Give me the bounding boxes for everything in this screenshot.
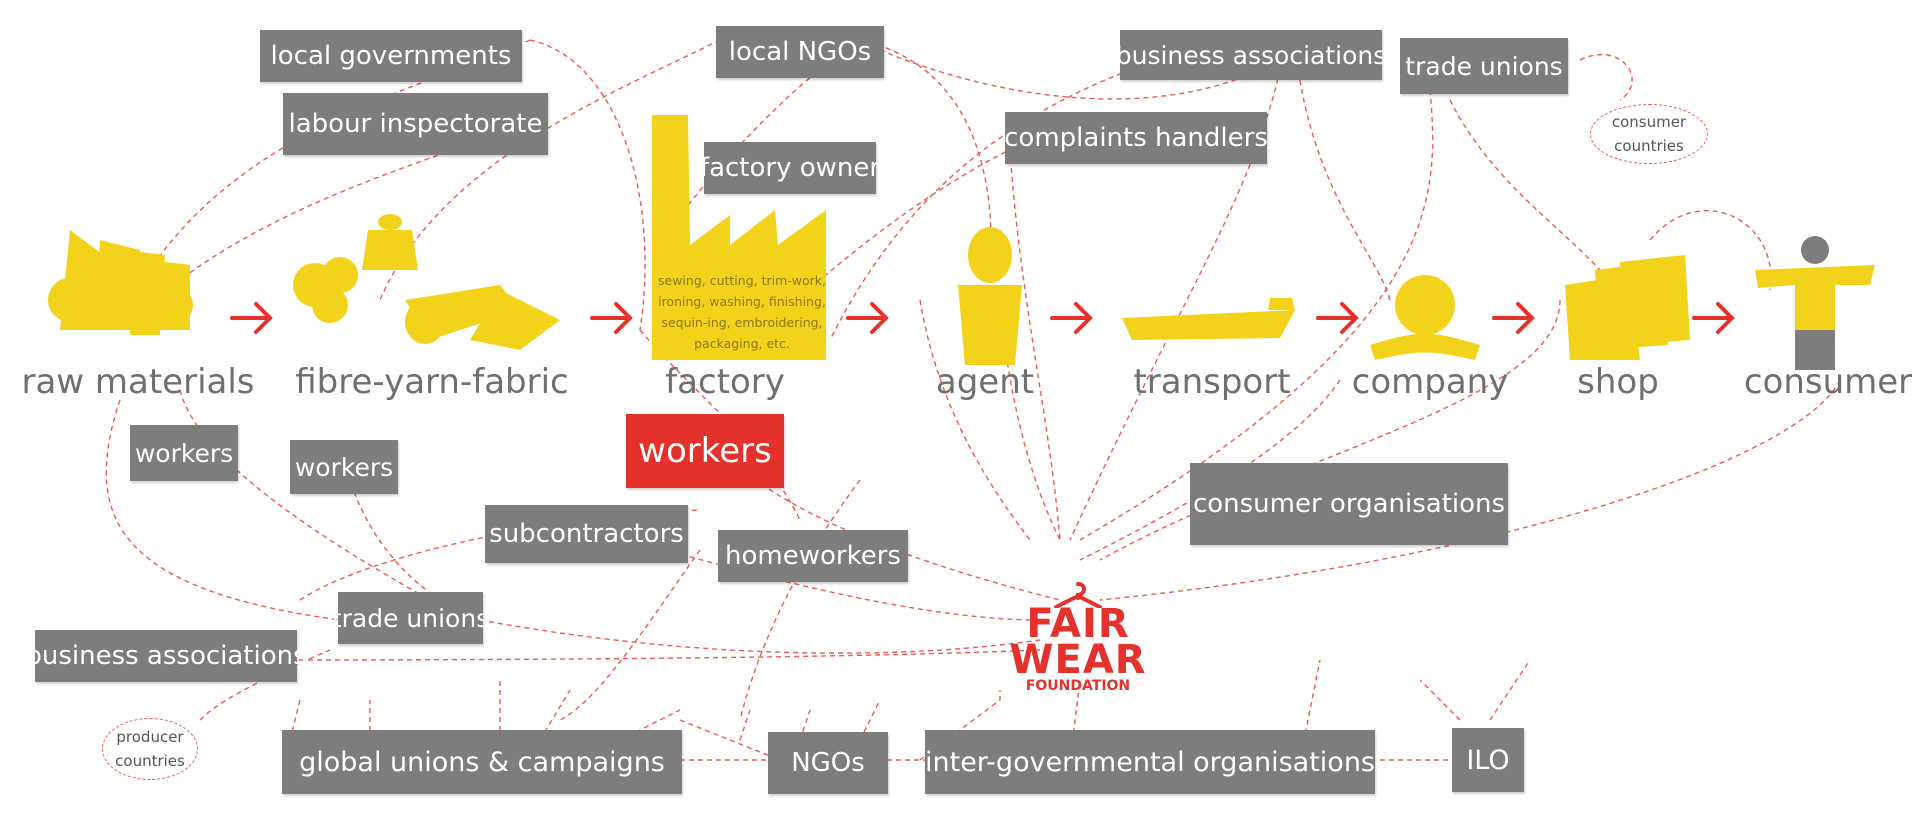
box-subcontractors: subcontractors: [485, 505, 688, 563]
box-workers-factory: workers: [626, 414, 784, 488]
arrow-icon: [1316, 302, 1359, 334]
bubble-producer-line1: producer: [116, 728, 184, 746]
stage-label-transport: transport: [1133, 362, 1291, 402]
arrow-icon: [1692, 302, 1735, 334]
box-workers-fibre: workers: [290, 440, 398, 494]
bubble-producer-line2: countries: [115, 752, 185, 770]
box-business-associations-top: business associations: [1116, 30, 1386, 80]
box-business-associations-bottom: business associations: [25, 630, 307, 682]
fibre-yarn-fabric-icon: [293, 214, 560, 350]
box-consumer-organisations: consumer organisations: [1190, 463, 1508, 545]
stage-label-fibre-yarn-fabric: fibre-yarn-fabric: [295, 362, 569, 402]
arrow-icon: [1050, 302, 1093, 334]
box-complaints-handlers: complaints handlers: [1004, 112, 1268, 164]
flow-arrows: [230, 302, 1735, 334]
hanger-icon: [1054, 582, 1102, 608]
bubble-consumer-line1: consumer: [1611, 113, 1687, 131]
consumer-legs-icon: [1795, 330, 1835, 370]
bubble-consumer-line2: countries: [1614, 137, 1684, 155]
cotton-plants-icon: [48, 230, 193, 335]
box-workers-raw-materials: workers: [130, 425, 238, 481]
arrow-icon: [590, 302, 633, 334]
factory-process-line-4: packaging, etc.: [694, 336, 790, 351]
bubble-producer-countries: producer countries: [102, 718, 198, 780]
factory-process-line-2: ironing, washing, finishing,: [658, 294, 826, 309]
logo-line-fair: FAIR: [1026, 601, 1130, 647]
logo-line-foundation: FOUNDATION: [1025, 678, 1131, 694]
box-intergovernmental-organisations: inter-governmental organisations: [925, 730, 1375, 794]
factory-process-text: sewing, cutting, trim-work, ironing, was…: [652, 270, 832, 354]
shop-hangers-icon: [1565, 255, 1690, 360]
box-local-ngos: local NGOs: [716, 26, 884, 78]
stage-label-agent: agent: [935, 362, 1035, 402]
consumer-head-icon: [1801, 236, 1829, 264]
connection-lines: [105, 39, 1841, 761]
stage-label-consumer: consumer: [1743, 362, 1913, 402]
box-ngos: NGOs: [768, 732, 888, 794]
company-icon: [1370, 275, 1480, 360]
ship-icon: [1122, 298, 1295, 340]
factory-process-line-1: sewing, cutting, trim-work,: [658, 273, 826, 288]
stage-label-raw-materials: raw materials: [21, 362, 255, 402]
arrow-icon: [846, 302, 889, 334]
box-ilo: ILO: [1452, 728, 1524, 792]
box-local-governments: local governments: [260, 30, 522, 82]
box-global-unions-campaigns: global unions & campaigns: [282, 730, 682, 794]
fair-wear-foundation-logo: FAIR WEAR FOUNDATION: [1008, 582, 1148, 694]
logo-line-wear: WEAR: [1009, 637, 1147, 683]
stage-label-factory: factory: [665, 362, 785, 402]
bubble-consumer-countries: consumer countries: [1590, 104, 1708, 164]
arrow-icon: [1492, 302, 1535, 334]
factory-process-line-3: sequin-ing, embroidering,: [661, 315, 823, 330]
box-trade-unions-bottom: trade unions: [332, 592, 489, 644]
factory-building-icon: [652, 115, 826, 360]
box-factory-owner: factory owner: [700, 142, 880, 194]
agent-icon: [958, 227, 1022, 365]
stage-label-shop: shop: [1577, 362, 1659, 402]
stage-label-company: company: [1351, 362, 1509, 402]
box-labour-inspectorate: labour inspectorate: [283, 93, 548, 155]
box-trade-unions-top: trade unions: [1400, 38, 1568, 94]
consumer-figure-icon: [1755, 265, 1875, 330]
box-homeworkers: homeworkers: [718, 530, 908, 582]
arrow-icon: [230, 302, 273, 334]
